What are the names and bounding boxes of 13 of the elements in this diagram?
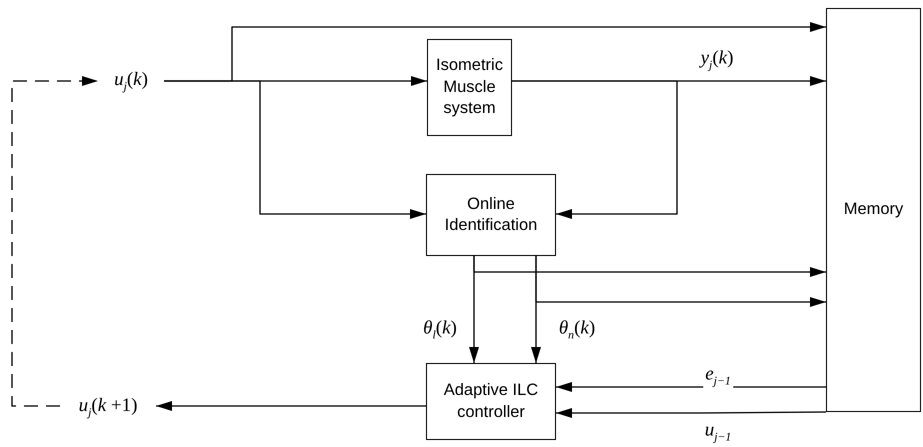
arrow (473, 256, 826, 277)
arrow (156, 401, 426, 411)
arrow (556, 382, 826, 392)
process-box: Isometric Muscle system (427, 39, 512, 136)
arrow (512, 80, 678, 219)
process-box: Adaptive ILC controller (426, 363, 556, 440)
dashed-feedback-arrow (11, 76, 98, 407)
process-box: Memory (826, 8, 921, 412)
edge-label: y$_{j}$(k) (698, 48, 736, 72)
process-box: Online Identification (426, 174, 556, 256)
arrow (535, 256, 826, 307)
arrow (164, 80, 426, 219)
arrow (556, 408, 826, 418)
